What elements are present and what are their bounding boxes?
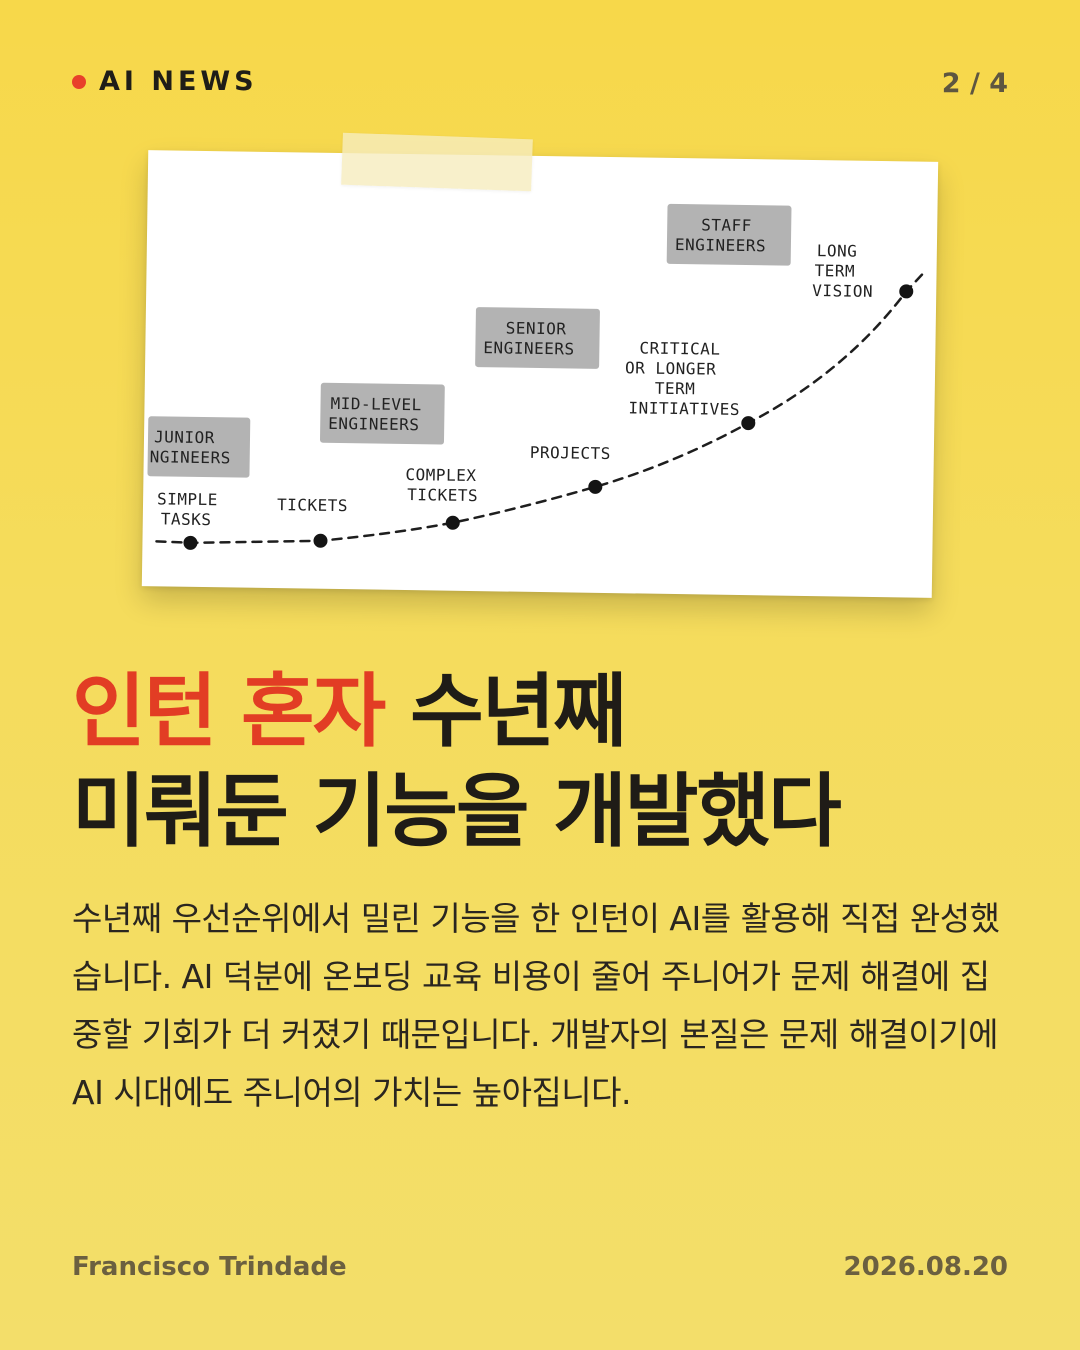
headline: 인턴 혼자 수년째 미뤄둔 기능을 개발했다 <box>72 662 1022 862</box>
milestone-dot <box>588 479 603 494</box>
header: AI NEWS 2 / 4 <box>72 66 1008 106</box>
role-box-staff: STAFF ENGINEERS <box>666 203 792 266</box>
svg-text:CRITICAL: CRITICAL <box>639 338 720 358</box>
role-label: SENIOR <box>506 318 567 338</box>
svg-text:SIMPLE: SIMPLE <box>157 489 218 509</box>
news-tag: AI NEWS <box>72 66 258 97</box>
headline-accent: 인턴 혼자 <box>72 665 386 758</box>
tape-strip <box>341 132 533 192</box>
footer: Francisco Trindade 2026.08.20 <box>72 1252 1008 1288</box>
career-ladder-diagram: JUNIOR NGINEERS MID-LEVEL ENGINEERS SENI… <box>141 150 939 598</box>
milestone-long-term-vision: LONG TERM VISION <box>812 241 873 301</box>
svg-text:TICKETS: TICKETS <box>277 495 348 515</box>
milestone-dot <box>899 284 914 299</box>
milestone-projects: PROJECTS <box>530 443 611 463</box>
page-indicator: 2 / 4 <box>941 68 1008 99</box>
role-box-junior: JUNIOR NGINEERS <box>147 416 251 478</box>
role-label: JUNIOR <box>154 427 215 447</box>
milestone-dot <box>445 515 460 530</box>
tag-label: AI NEWS <box>99 66 258 97</box>
role-label: ENGINEERS <box>483 338 574 358</box>
svg-text:PROJECTS: PROJECTS <box>530 443 611 463</box>
red-dot-icon <box>72 74 86 89</box>
milestone-complex-tickets: COMPLEX TICKETS <box>405 465 478 505</box>
diagram-canvas: JUNIOR NGINEERS MID-LEVEL ENGINEERS SENI… <box>147 203 928 550</box>
milestone-tickets: TICKETS <box>277 495 348 515</box>
milestone-dot <box>741 416 756 431</box>
milestone-dot <box>313 533 328 548</box>
role-box-mid-level: MID-LEVEL ENGINEERS <box>320 382 445 445</box>
svg-text:INITIATIVES: INITIATIVES <box>628 398 740 419</box>
role-label: MID-LEVEL <box>330 394 421 414</box>
role-box-senior: SENIOR ENGINEERS <box>475 307 600 369</box>
svg-text:COMPLEX: COMPLEX <box>405 465 476 485</box>
milestone-critical-initiatives: CRITICAL OR LONGER TERM INITIATIVES <box>625 338 740 419</box>
role-label: ENGINEERS <box>328 414 419 434</box>
svg-text:TICKETS: TICKETS <box>407 485 478 505</box>
svg-text:TERM: TERM <box>655 379 696 399</box>
milestone-dot <box>183 535 198 550</box>
growth-curve <box>155 268 928 545</box>
body-paragraph: 수년째 우선순위에서 밀린 기능을 한 인턴이 AI를 활용해 직접 완성했습니… <box>72 899 1000 1112</box>
svg-text:OR LONGER: OR LONGER <box>625 358 716 378</box>
publish-date: 2026.08.20 <box>843 1252 1008 1282</box>
headline-line1-rest: 수년째 <box>384 665 627 758</box>
author-name: Francisco Trindade <box>72 1252 347 1282</box>
role-label: STAFF <box>701 215 752 235</box>
svg-text:VISION: VISION <box>812 281 873 301</box>
svg-text:LONG: LONG <box>817 241 858 261</box>
role-label: ENGINEERS <box>675 235 766 255</box>
svg-text:TASKS: TASKS <box>161 509 212 529</box>
milestone-simple-tasks: SIMPLE TASKS <box>157 489 218 529</box>
svg-text:TERM: TERM <box>814 261 855 281</box>
role-label: NGINEERS <box>150 447 231 467</box>
headline-line2: 미뤄둔 기능을 개발했다 <box>72 765 842 858</box>
